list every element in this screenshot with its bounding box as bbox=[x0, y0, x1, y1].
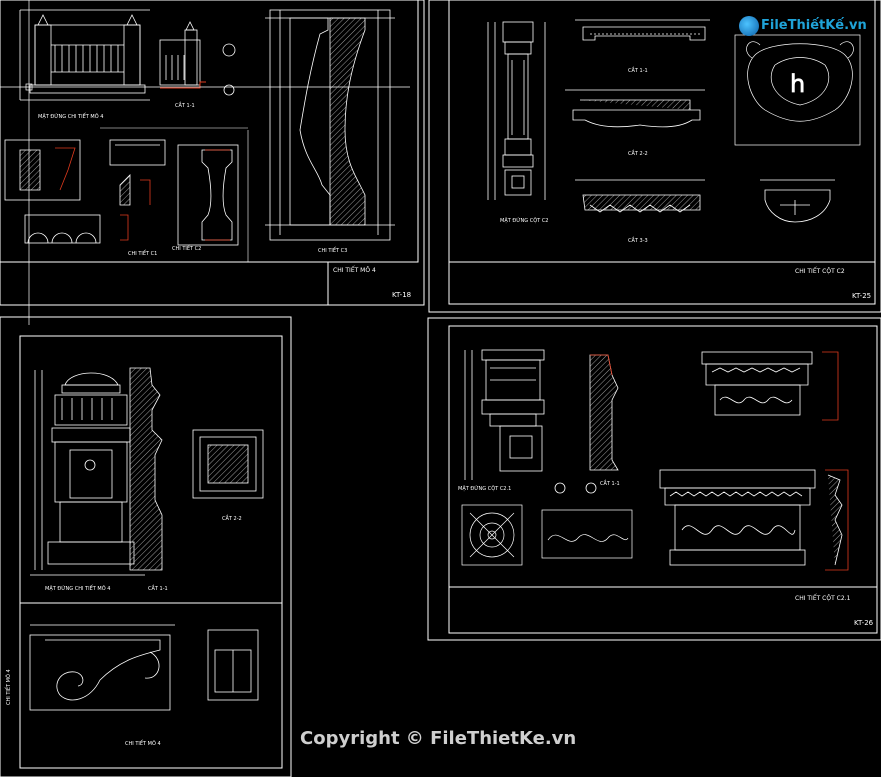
kt25-sheet-title: CHI TIẾT CỘT C2 bbox=[795, 267, 845, 275]
kt18-sheet-title: CHI TIẾT MÔ 4 bbox=[333, 266, 376, 274]
left-sheet-title: CHI TIẾT MÔ 4 bbox=[4, 669, 12, 705]
kt25-col-label: MẶT ĐỨNG CỘT C2 bbox=[500, 217, 549, 224]
kt26-sheet-code: KT-26 bbox=[854, 619, 874, 627]
kt26-markers bbox=[554, 482, 597, 494]
kt18-detail-c2 bbox=[109, 139, 166, 206]
left-bottom-label: CHI TIẾT MÔ 4 bbox=[125, 739, 161, 747]
sheet-left bbox=[0, 316, 292, 777]
kt18-c3-label: CHI TIẾT C3 bbox=[318, 246, 347, 254]
kt18-c2-label: CHI TIẾT C2 bbox=[172, 244, 201, 252]
kt26-capital-bottom bbox=[659, 469, 849, 571]
kt25-section-1 bbox=[575, 19, 710, 41]
kt18-detail-column bbox=[177, 144, 239, 246]
left-cut1-label: CẮT 1-1 bbox=[148, 584, 168, 592]
kt26-rosette bbox=[461, 504, 523, 566]
left-elev-label: MẶT ĐỨNG CHI TIẾT MÔ 4 bbox=[45, 584, 110, 592]
svg-text:h: h bbox=[790, 70, 805, 98]
site-logo: FileThiếtKế.vn bbox=[737, 14, 867, 42]
kt25-cut2-label: CẮT 2-2 bbox=[628, 149, 648, 157]
kt26-profile bbox=[589, 354, 619, 471]
kt26-column-elevation bbox=[464, 349, 545, 480]
kt18-crosshair bbox=[0, 0, 410, 325]
kt25-section-3 bbox=[575, 179, 705, 213]
left-bracket-side bbox=[207, 629, 259, 701]
kt25-sheet-code: KT-25 bbox=[852, 292, 871, 300]
left-bracket-elevation bbox=[29, 624, 175, 711]
sheet-kt26 bbox=[427, 317, 881, 641]
kt26-capital-top bbox=[701, 351, 839, 421]
kt18-sheet-code: KT-18 bbox=[392, 291, 411, 299]
copyright-watermark: Copyright © FileThietKe.vn bbox=[300, 728, 577, 749]
kt25-bracket-detail bbox=[760, 179, 835, 223]
kt25-column-elevation bbox=[487, 21, 546, 200]
kt25-section-2 bbox=[565, 89, 705, 128]
kt25-ornament-panel: h bbox=[734, 34, 861, 146]
kt18-elev-label: MẶT ĐỨNG CHI TIẾT MÔ 4 bbox=[38, 112, 103, 120]
kt18-side-elevation bbox=[159, 21, 236, 96]
left-section-2 bbox=[192, 429, 264, 499]
logo-mark-icon bbox=[739, 16, 759, 36]
kt18-section-red bbox=[160, 81, 206, 89]
kt26-frieze bbox=[541, 509, 633, 559]
left-cut2-label: CẮT 2-2 bbox=[222, 514, 242, 522]
kt26-cut1-label: CẮT 1-1 bbox=[600, 479, 620, 487]
kt25-cut3-label: CẮT 3-3 bbox=[628, 236, 648, 244]
kt18-main-elevation bbox=[19, 9, 150, 101]
kt26-sheet-title: CHI TIẾT CỘT C2.1 bbox=[795, 594, 851, 602]
sheet-kt18 bbox=[0, 0, 425, 306]
kt18-detail-c1 bbox=[4, 139, 129, 244]
kt18-c1-label: CHI TIẾT C1 bbox=[128, 249, 157, 257]
kt18-cut1-label: CẮT 1-1 bbox=[175, 101, 195, 109]
sheet-kt25 bbox=[428, 0, 881, 313]
kt25-cut1-label: CẮT 1-1 bbox=[628, 66, 648, 74]
kt18-baluster-c3 bbox=[265, 9, 395, 241]
left-profile-section bbox=[129, 367, 163, 571]
kt18-vertical-dim-lines bbox=[100, 127, 249, 262]
left-elevation bbox=[30, 370, 145, 576]
logo-text: FileThiếtKế.vn bbox=[761, 18, 867, 33]
kt26-elev-label: MẶT ĐỨNG CỘT C2.1 bbox=[458, 485, 511, 492]
